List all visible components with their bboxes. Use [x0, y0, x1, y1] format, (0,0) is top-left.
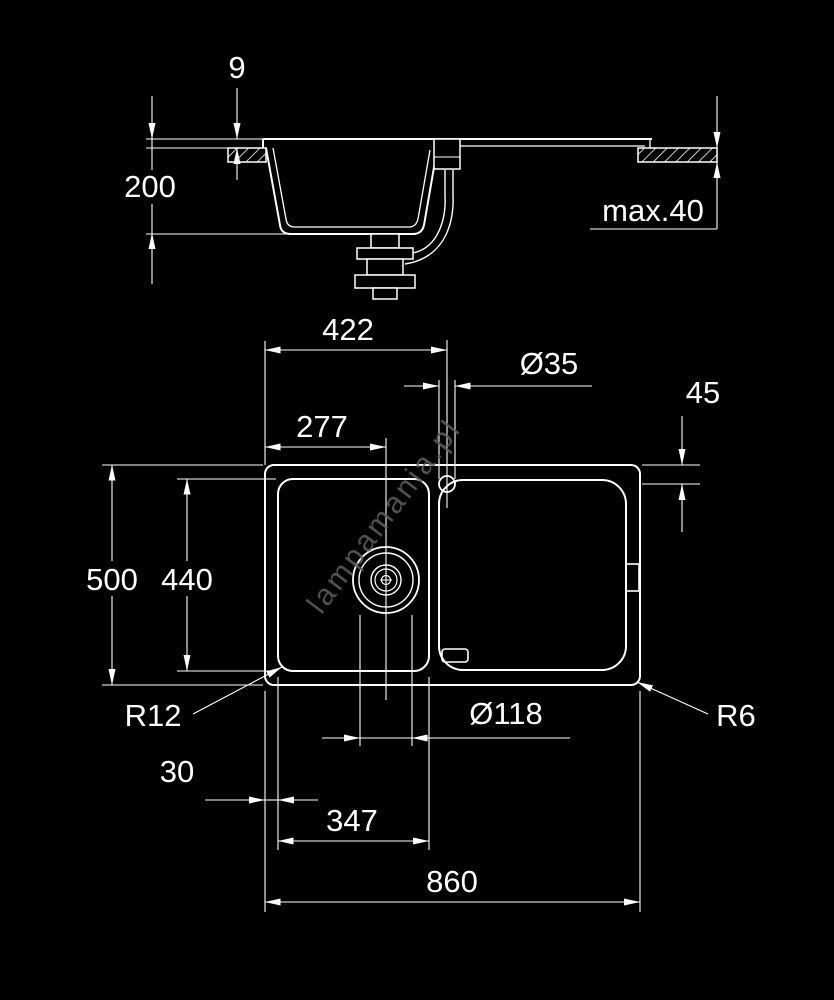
- dim-label-277: 277: [296, 409, 348, 444]
- dim-440: 440: [159, 478, 276, 672]
- side-view: 9 200 max.40: [118, 50, 721, 300]
- dim-label-860: 860: [426, 864, 478, 899]
- bowl-outline: [277, 478, 430, 672]
- plan-view: 422 Ø35 45 277: [84, 312, 756, 912]
- dim-label-o35: Ø35: [520, 346, 579, 381]
- dim-label-o118: Ø118: [469, 696, 543, 731]
- dim-label-200: 200: [124, 169, 176, 204]
- dim-860: 860: [264, 691, 641, 912]
- overflow-inlet: [433, 138, 461, 170]
- drain-trap: [354, 233, 416, 300]
- dim-label-max40: max.40: [602, 193, 704, 228]
- dim-bowl-depth: 200: [118, 96, 290, 284]
- dim-277: 277: [265, 409, 387, 700]
- dim-rim-height: 9: [146, 50, 263, 180]
- bowl-inner-wall: [272, 147, 431, 228]
- dim-347: 347: [277, 677, 430, 850]
- counter-hatch-right: [637, 147, 718, 163]
- dim-45: 45: [642, 375, 720, 532]
- dim-tap-diameter: Ø35: [404, 346, 592, 479]
- dim-label-r6: R6: [716, 698, 756, 733]
- dim-r12: R12: [125, 666, 283, 733]
- accessory-slot: [441, 648, 469, 663]
- dim-422: 422: [264, 312, 447, 465]
- dim-label-r12: R12: [125, 698, 182, 733]
- dim-500: 500: [84, 464, 263, 686]
- sink-outline: [264, 464, 641, 686]
- dim-counter-thickness: max.40: [590, 96, 721, 230]
- dim-drain-diameter: Ø118: [322, 615, 570, 746]
- overflow-pipe: [404, 138, 461, 265]
- dim-label-347: 347: [326, 803, 378, 838]
- dim-label-45: 45: [686, 375, 720, 410]
- dim-label-500: 500: [86, 562, 138, 597]
- dim-label-9: 9: [228, 50, 245, 85]
- dim-label-440: 440: [161, 562, 213, 597]
- dim-label-30: 30: [160, 754, 194, 789]
- dim-30: 30: [160, 754, 318, 804]
- overflow-slot: [625, 563, 640, 592]
- bowl-outer-wall: [265, 147, 438, 235]
- dim-r6: R6: [636, 681, 756, 733]
- dim-label-422: 422: [322, 312, 374, 347]
- counter-hatch-left: [227, 147, 267, 163]
